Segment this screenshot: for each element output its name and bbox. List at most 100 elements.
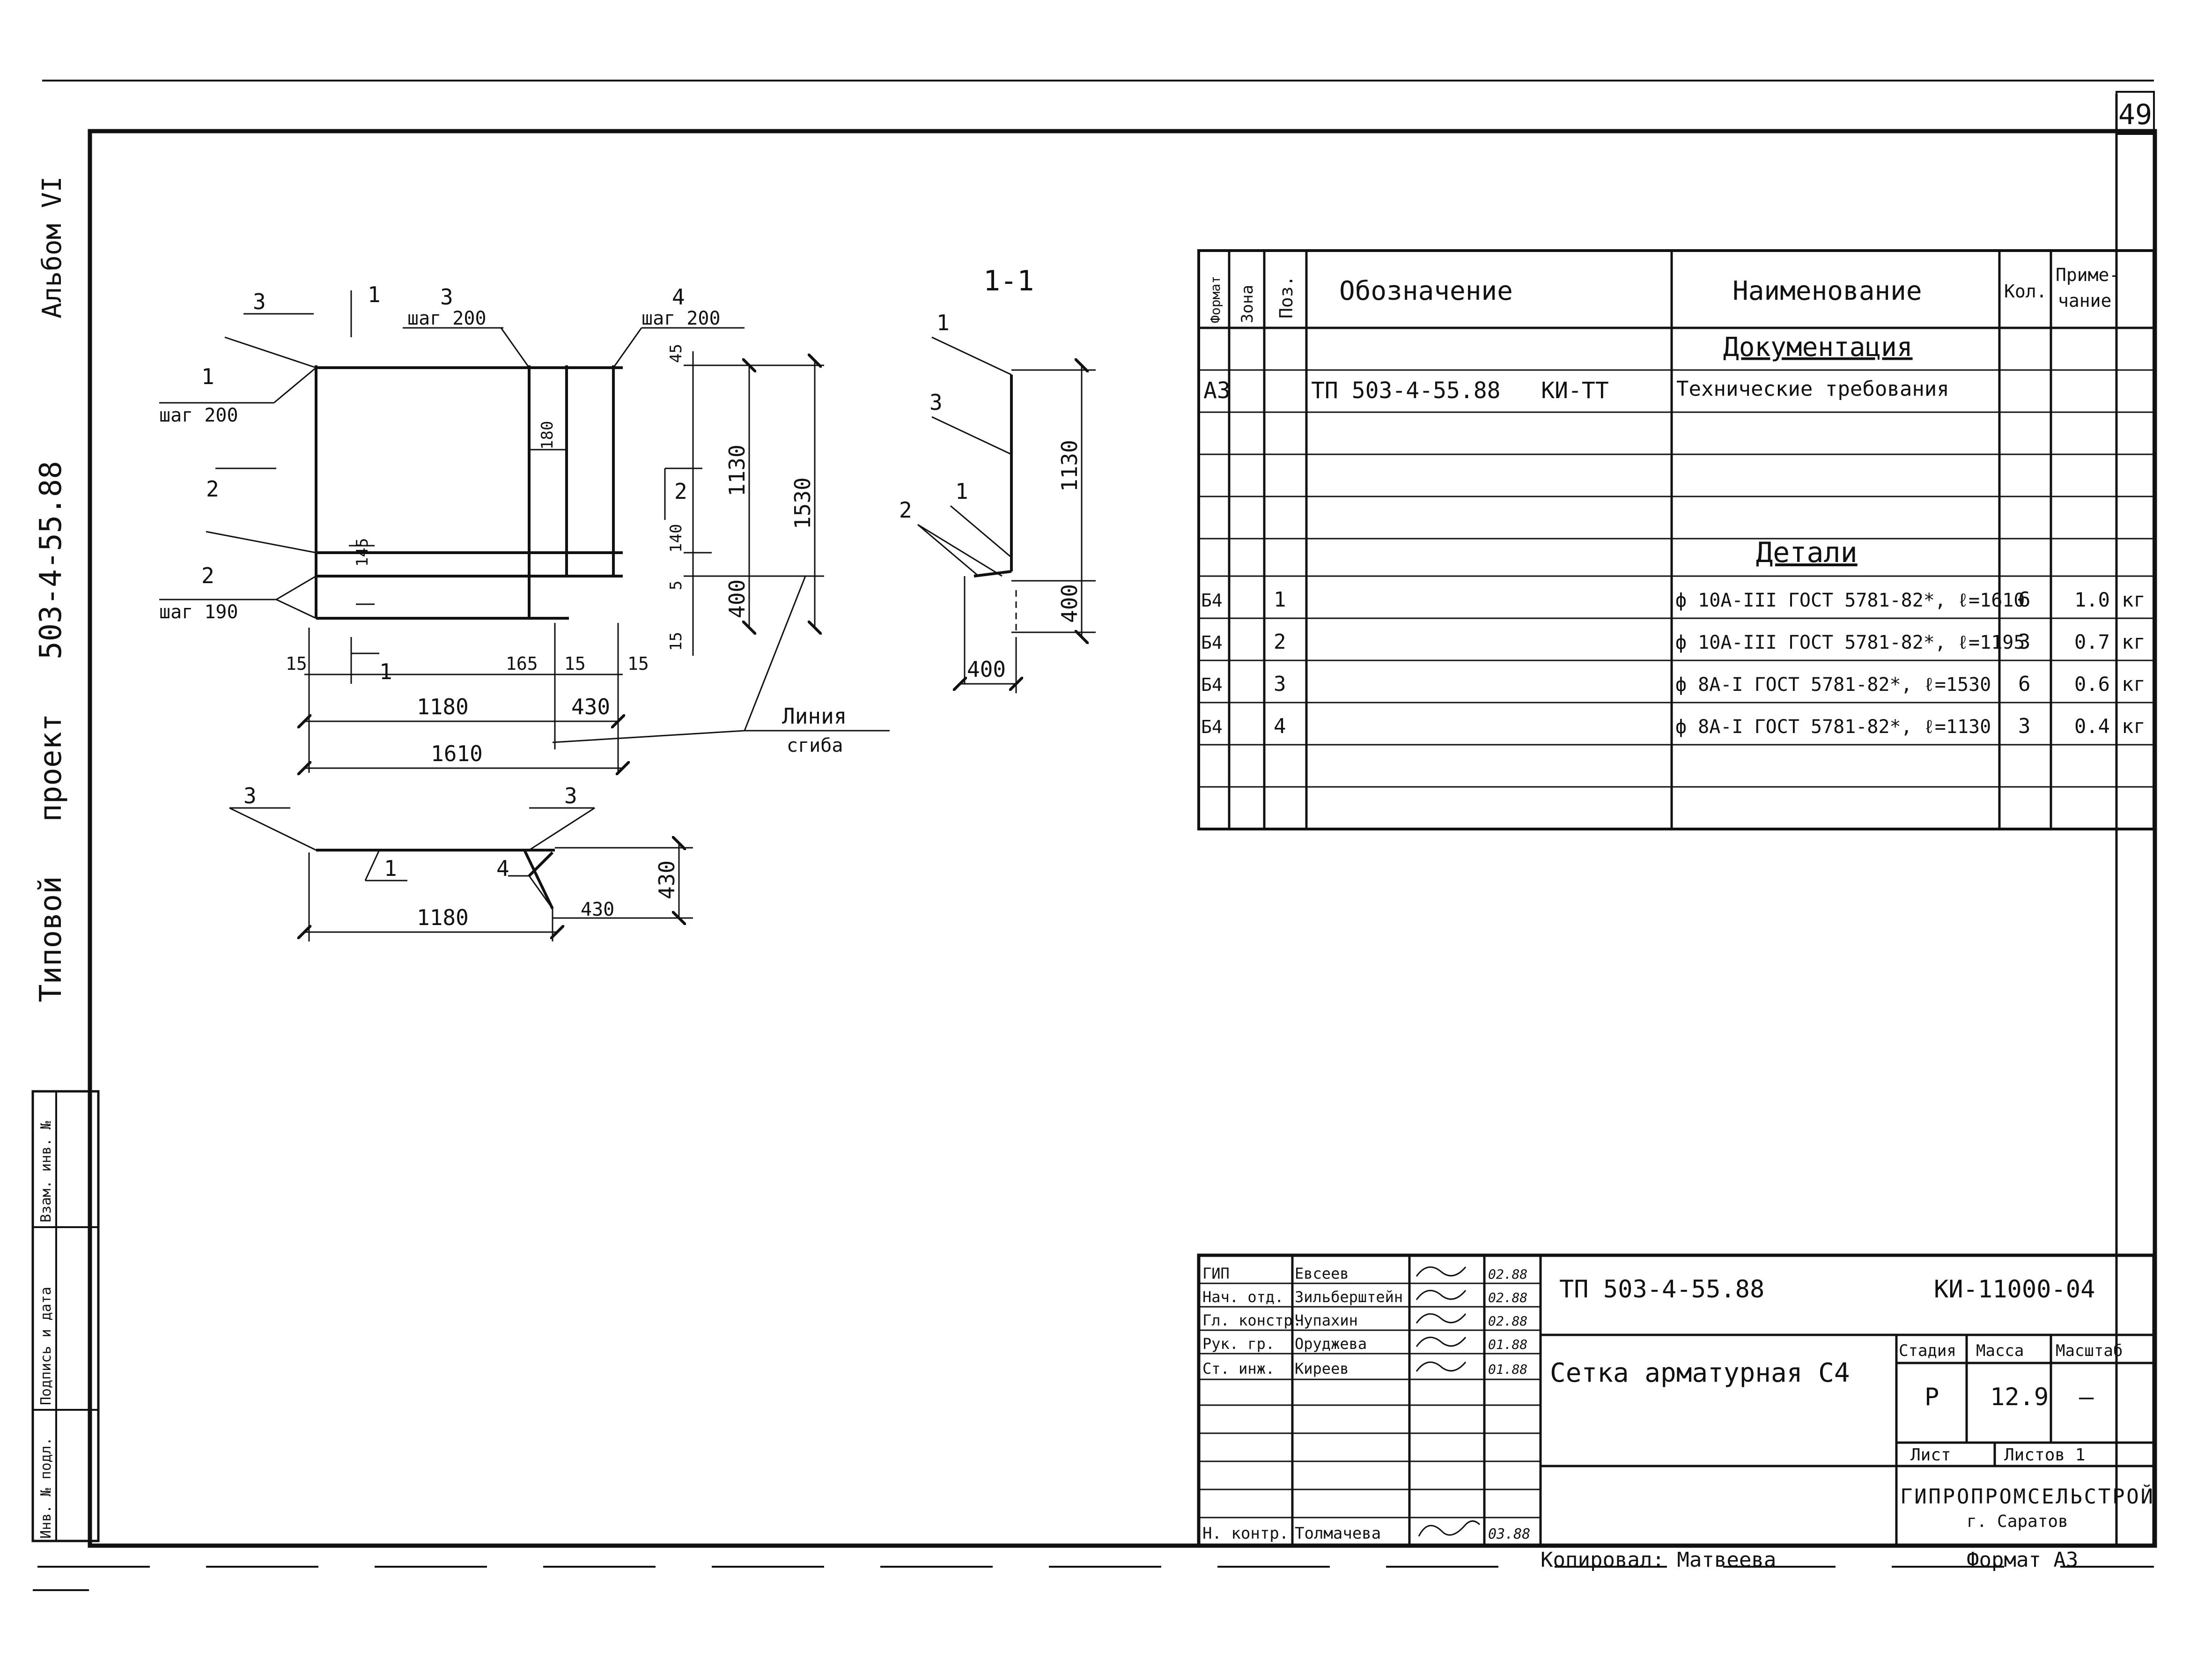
person-name: Зильберштейн — [1295, 1288, 1403, 1306]
scale-value: — — [2079, 1383, 2094, 1411]
code-right: КИ-11000-04 — [1934, 1275, 2095, 1304]
person-role: ГИП — [1202, 1265, 1230, 1282]
bend-line-label-1: Линия — [782, 704, 847, 729]
dim-5: 5 — [667, 581, 686, 590]
dim-15-a: 15 — [286, 653, 307, 674]
header-designation: Обозначение — [1339, 276, 1513, 306]
doc-designation: ТП 503-4-55.88 КИ-ТТ — [1311, 378, 1609, 404]
pos3-top-label: 3 — [253, 289, 266, 314]
spec-row-pos: 2 — [1274, 630, 1286, 654]
header-note-2: чание — [2058, 290, 2111, 311]
stage-value: Р — [1924, 1383, 1939, 1411]
dim-15-b: 15 — [564, 653, 586, 674]
dim-145: 145 — [353, 538, 372, 567]
signature — [1416, 1266, 1467, 1277]
person-date: 02.88 — [1488, 1313, 1527, 1329]
spec-row-qty: 3 — [2018, 714, 2031, 738]
spec-row-format: Б4 — [1201, 590, 1223, 611]
dim-1530: 1530 — [790, 477, 815, 529]
header-format: Формат — [1208, 276, 1223, 323]
step200-c: шаг 200 — [159, 405, 238, 426]
spec-row-qty: 6 — [2018, 672, 2031, 696]
norm-control-role: Н. контр. — [1202, 1524, 1289, 1543]
dim-165: 165 — [506, 653, 538, 674]
doc-name: Технические требования — [1676, 377, 1949, 401]
header-qty: Кол. — [2004, 281, 2047, 302]
album-label: Альбом VI — [37, 177, 67, 318]
spec-row-qty: 6 — [2018, 588, 2031, 612]
person-name: Оруджева — [1295, 1335, 1367, 1353]
person-name: Чупахин — [1295, 1311, 1358, 1329]
dim-15-c: 15 — [627, 653, 649, 674]
step190-label: шаг 190 — [159, 601, 238, 623]
signature-norm-control — [1418, 1520, 1481, 1537]
signature — [1416, 1289, 1467, 1300]
section-dim-1130: 1130 — [1057, 440, 1082, 492]
dim-430-v: 430 — [654, 860, 679, 899]
doc-format: А3 — [1203, 378, 1231, 404]
cut1-top-label: 1 — [368, 282, 381, 307]
plan-view-bent: 3 3 1 4 430 430 1180 — [229, 783, 693, 941]
signature — [1416, 1313, 1467, 1324]
spec-table: Формат Зона Поз. Обозначение Наименовани… — [1197, 249, 2155, 830]
dim-140: 140 — [667, 524, 686, 553]
mass-header: Масса — [1976, 1341, 2024, 1360]
spec-row-note: 0.7 кг — [2074, 630, 2146, 653]
code-left: ТП 503-4-55.88 — [1559, 1275, 1764, 1304]
section-dim-400v: 400 — [1057, 584, 1082, 623]
format-label: Формат А3 — [1967, 1548, 2078, 1572]
organization-city: г. Саратов — [1967, 1512, 2068, 1531]
dim-1130: 1130 — [724, 444, 750, 496]
person-date: 01.88 — [1488, 1362, 1527, 1377]
cut2-left-label: 2 — [206, 476, 219, 502]
person-name: Киреев — [1295, 1360, 1349, 1378]
header-pos: Поз. — [1276, 275, 1297, 318]
signature — [1416, 1361, 1467, 1372]
mass-value: 12.9 — [1990, 1383, 2049, 1411]
dim-1180-bent: 1180 — [417, 905, 469, 930]
spec-row-qty: 3 — [2018, 630, 2031, 654]
dim-180: 180 — [538, 421, 557, 450]
cut1-bottom-label: 1 — [379, 659, 392, 684]
dim-45: 45 — [667, 344, 686, 363]
section-pos1-top: 1 — [936, 310, 950, 335]
section-parts: Детали — [1756, 536, 1858, 569]
header-name: Наименование — [1733, 276, 1922, 306]
person-role: Гл. констр. — [1202, 1311, 1302, 1329]
spec-row-format: Б4 — [1201, 632, 1223, 653]
dim-15-right: 15 — [667, 632, 686, 651]
spec-row-pos: 1 — [1274, 588, 1286, 612]
pos1-bent-label: 1 — [384, 856, 397, 881]
pos1-label: 1 — [201, 364, 214, 389]
spec-row-name: ф 10А-III ГОСТ 5781-82*, ℓ=1610 — [1675, 590, 2025, 611]
organization: ГИПРОПРОМСЕЛЬСТРОЙ — [1900, 1484, 2153, 1509]
dim-400: 400 — [724, 579, 750, 618]
spec-row-format: Б4 — [1201, 717, 1223, 737]
dim-1180: 1180 — [417, 694, 469, 719]
title-block — [1197, 1253, 2156, 1548]
dim-1610: 1610 — [431, 741, 483, 766]
section-1-1: 1-1 1 3 1 2 1130 400 400 — [899, 265, 1096, 693]
person-role: Рук. гр. — [1202, 1335, 1275, 1353]
spec-row-note: 0.4 кг — [2074, 715, 2146, 738]
side-stamp-1: Инв. № подл. — [38, 1437, 54, 1539]
side-stamp-3: Взам. инв. № — [38, 1121, 54, 1222]
person-role: Нач. отд. — [1202, 1288, 1283, 1306]
norm-control-name: Толмачева — [1295, 1524, 1381, 1543]
pos3-step-label: 3 — [440, 284, 453, 310]
spec-row-note: 1.0 кг — [2074, 588, 2146, 611]
sheet-frame: 49 — [33, 80, 2157, 1591]
signature — [1416, 1336, 1467, 1347]
section-title: 1-1 — [983, 265, 1034, 297]
pos4-top-label: 4 — [672, 284, 685, 310]
dim-430: 430 — [571, 694, 610, 719]
side-stamp-2: Подпись и дата — [38, 1287, 54, 1405]
bend-line-label-2: сгиба — [787, 735, 843, 756]
project-label: Типовой проект 503-4-55.88 — [34, 461, 68, 1002]
spec-row-name: ф 8А-I ГОСТ 5781-82*, ℓ=1530 — [1675, 674, 1991, 696]
pos2-label: 2 — [201, 563, 214, 588]
copied-by: Копировал: Матвеева — [1541, 1548, 1776, 1572]
plan-view: 3 1 3 шаг 200 4 шаг 200 1 шаг 200 2 2 2 … — [159, 282, 890, 773]
